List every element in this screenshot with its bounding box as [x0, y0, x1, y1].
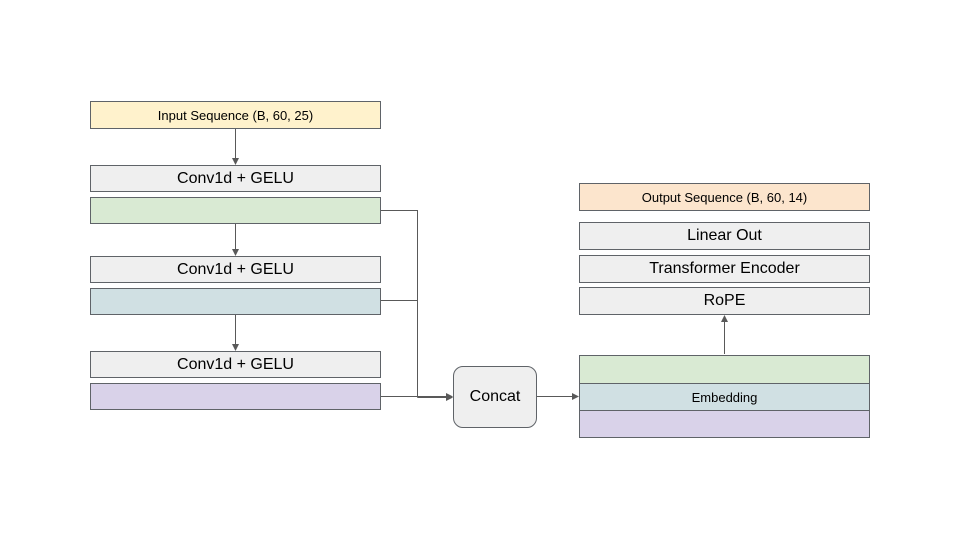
- rope-block: RoPE: [579, 287, 870, 315]
- concat-node: Concat: [453, 366, 537, 428]
- conv-3-feature-bar: [90, 383, 381, 410]
- conv-block-1: Conv1d + GELU: [90, 165, 381, 192]
- embedding-purple-band: [579, 410, 870, 438]
- conv-block-2: Conv1d + GELU: [90, 256, 381, 283]
- line-feature1-to-bus: [381, 210, 418, 398]
- conv-2-feature-bar: [90, 288, 381, 315]
- linear-out-block: Linear Out: [579, 222, 870, 250]
- conv-1-feature-bar: [90, 197, 381, 224]
- transformer-encoder-block: Transformer Encoder: [579, 255, 870, 283]
- output-sequence-box: Output Sequence (B, 60, 14): [579, 183, 870, 211]
- conv-block-3: Conv1d + GELU: [90, 351, 381, 378]
- embedding-label-band: Embedding: [579, 383, 870, 411]
- input-sequence-box: Input Sequence (B, 60, 25): [90, 101, 381, 129]
- embedding-green-band: [579, 355, 870, 384]
